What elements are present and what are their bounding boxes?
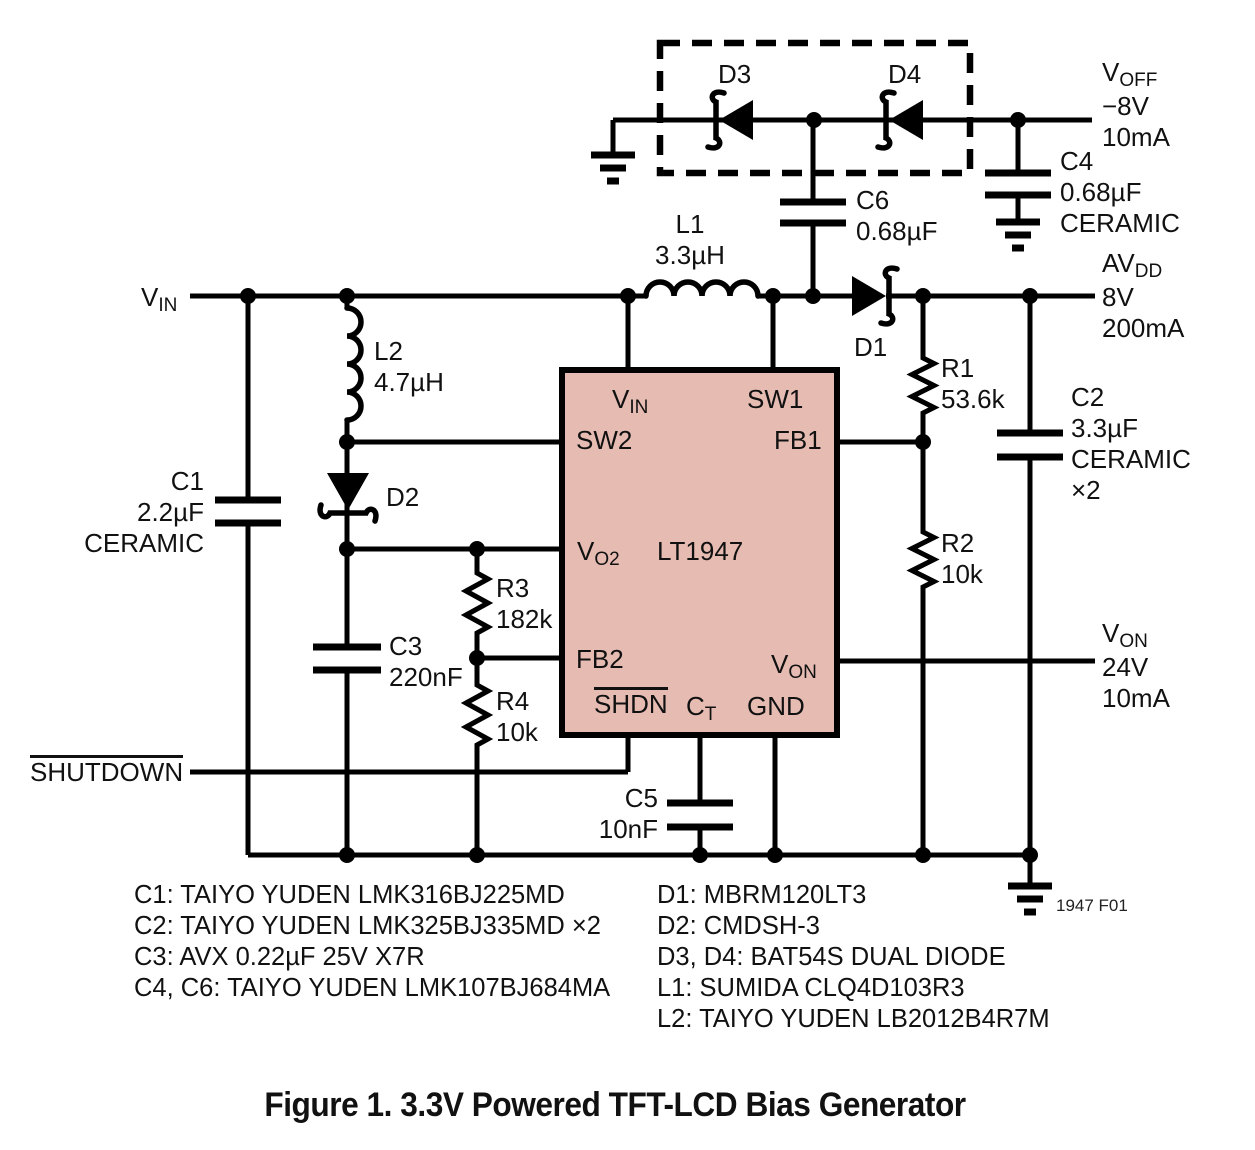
von-output-label: VON 24V 10mA — [1102, 618, 1170, 713]
capacitor-c1-symbol — [215, 496, 281, 527]
capacitor-c6-symbol — [780, 198, 846, 227]
voff-output-label: VOFF −8V 10mA — [1102, 57, 1170, 152]
ic-pin-vo2: VO2 — [577, 536, 620, 570]
note-line: L1: SUMIDA CLQ4D103R3 — [657, 974, 965, 1002]
ground-symbol-c4 — [996, 218, 1040, 252]
c5-label: C5 10nF — [598, 783, 658, 844]
diode-d2-symbol — [327, 473, 369, 510]
inductor-l1-symbol — [643, 279, 761, 299]
r4-label: R4 10k — [496, 686, 538, 747]
ic-pin-sw2: SW2 — [576, 425, 633, 455]
resistor-r4-symbol — [460, 658, 494, 855]
avdd-output-label: AVDD 8V 200mA — [1102, 248, 1185, 343]
capacitor-c4-symbol — [985, 169, 1051, 199]
resistor-r3-symbol — [460, 549, 494, 658]
shutdown-net-label: SHUTDOWN — [30, 755, 184, 787]
r3-label: R3 182k — [496, 573, 553, 634]
note-line: D1: MBRM120LT3 — [657, 881, 867, 909]
schottky-bar-d3 — [705, 89, 727, 151]
ic-pin-ct: CT — [686, 691, 717, 725]
schottky-bar-d1 — [878, 265, 900, 327]
c4-label: C4 0.68µF CERAMIC — [1060, 146, 1180, 238]
ic-pin-von: VON — [771, 649, 817, 683]
c6-label: C6 0.68µF — [856, 185, 938, 246]
inductor-l2-symbol — [344, 305, 364, 423]
ic-pin-shdn: SHDN — [594, 687, 668, 719]
resistor-r1-symbol — [906, 296, 940, 442]
capacitor-c5-symbol — [667, 799, 733, 831]
notes-right-column: D1: MBRM120LT3 D2: CMDSH-3 D3, D4: BAT54… — [657, 880, 1050, 1035]
d1-label: D1 — [854, 332, 888, 362]
ic-pin-gnd: GND — [747, 691, 805, 721]
ground-symbols — [591, 151, 1052, 916]
ic-pin-sw1: SW1 — [747, 384, 804, 414]
note-line: C3: AVX 0.22µF 25V X7R — [134, 943, 425, 971]
c2-label: C2 3.3µF CERAMIC ×2 — [1071, 382, 1191, 505]
note-line: C4, C6: TAIYO YUDEN LMK107BJ684MA — [134, 974, 611, 1002]
diode-d1-symbol — [852, 276, 886, 316]
diode-d4-symbol — [889, 100, 923, 140]
figure-reference: 1947 F01 — [1056, 896, 1128, 915]
l1-label: L1 3.3µH — [655, 209, 725, 270]
dual-diode-outline — [656, 39, 974, 177]
schottky-bar-d4 — [875, 89, 897, 151]
d3-label: D3 — [718, 59, 752, 89]
ground-symbol-left — [591, 151, 635, 185]
vin-net-label: VIN — [141, 282, 178, 316]
c1-label: C1 2.2µF CERAMIC — [84, 466, 204, 558]
capacitor-symbols — [215, 169, 1063, 831]
diode-d3-symbol — [719, 100, 753, 140]
inductor-symbols — [344, 279, 761, 423]
d2-label: D2 — [386, 482, 420, 512]
d4-label: D4 — [888, 59, 922, 89]
r2-label: R2 10k — [941, 528, 983, 589]
junction-dots — [240, 112, 1038, 863]
resistor-symbols — [460, 296, 940, 855]
notes-left-column: C1: TAIYO YUDEN LMK316BJ225MD C2: TAIYO … — [134, 880, 610, 1004]
note-line: L2: TAIYO YUDEN LB2012B4R7M — [657, 1005, 1050, 1033]
note-line: D3, D4: BAT54S DUAL DIODE — [657, 943, 1006, 971]
ic-body — [559, 367, 840, 738]
note-line: D2: CMDSH-3 — [657, 912, 820, 940]
resistor-r2-symbol — [906, 442, 940, 855]
l2-label: L2 4.7µH — [374, 336, 444, 397]
ic-pin-vin: VIN — [612, 384, 649, 418]
ground-symbol-bottom — [1008, 882, 1052, 916]
c3-label: C3 220nF — [389, 631, 463, 692]
ic-pin-fb2: FB2 — [576, 644, 624, 674]
r1-label: R1 53.6k — [941, 353, 1005, 414]
note-line: C2: TAIYO YUDEN LMK325BJ335MD ×2 — [134, 912, 601, 940]
note-line: C1: TAIYO YUDEN LMK316BJ225MD — [134, 881, 565, 909]
schottky-bar-d2 — [317, 502, 379, 524]
ic-part-number: LT1947 — [657, 536, 744, 566]
ic-pin-fb1: FB1 — [774, 425, 822, 455]
capacitor-c3-symbol — [313, 643, 381, 674]
diode-symbols — [317, 89, 923, 524]
figure-caption: Figure 1. 3.3V Powered TFT-LCD Bias Gene… — [264, 1086, 966, 1124]
capacitor-c2-symbol — [997, 429, 1063, 461]
